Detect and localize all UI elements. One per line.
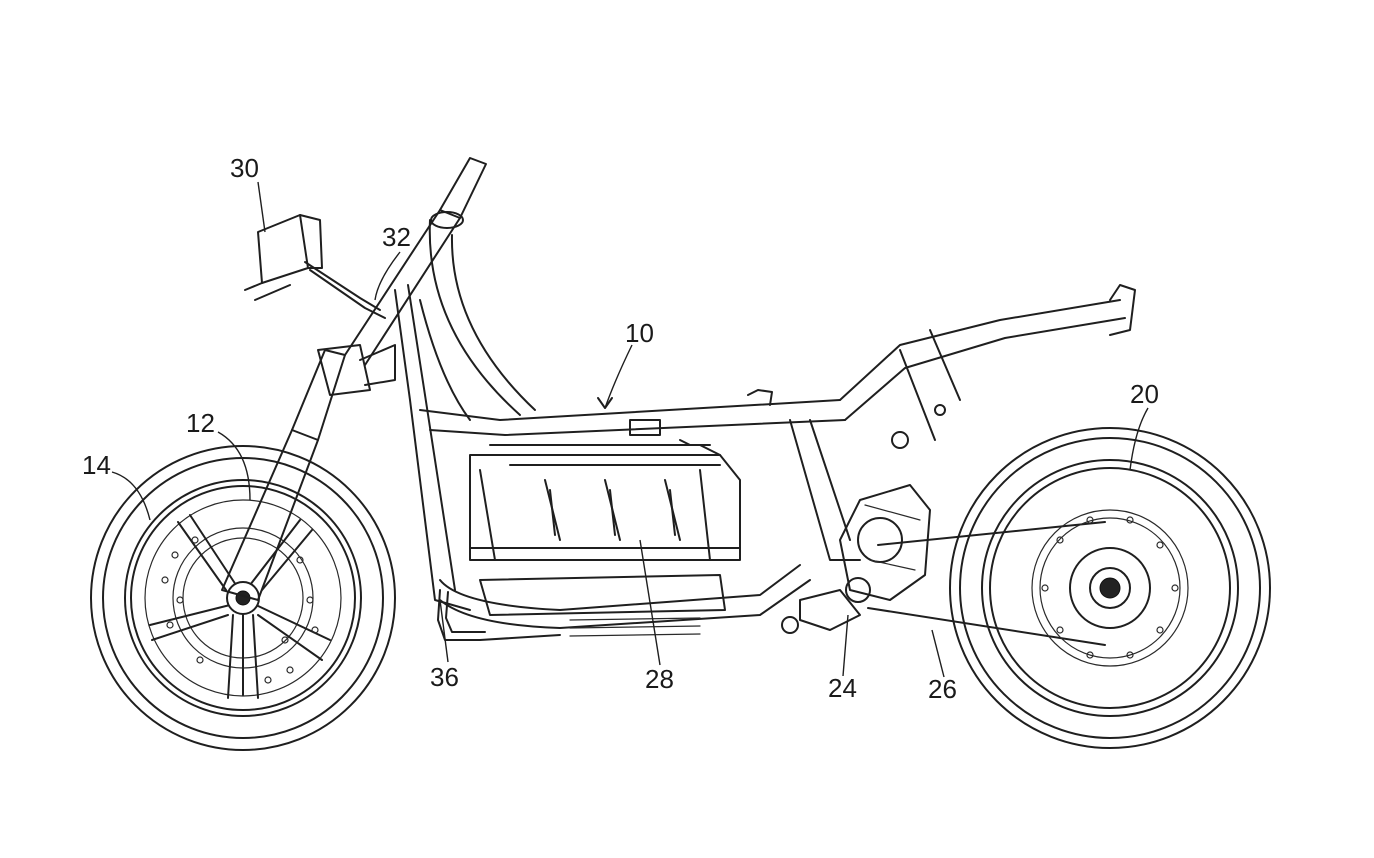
label-battery: 28 — [645, 664, 674, 694]
label-controller: 30 — [230, 153, 259, 183]
front-wheel — [90, 445, 396, 751]
controller-unit — [244, 214, 386, 319]
drive-chain — [867, 521, 1106, 646]
label-frame: 10 — [625, 318, 654, 348]
label-front-wheel: 14 — [82, 450, 111, 480]
label-motor: 24 — [828, 673, 857, 703]
label-head-pipe: 32 — [382, 222, 411, 252]
label-chain: 26 — [928, 674, 957, 704]
rear-wheel — [949, 427, 1271, 749]
battery-pack — [469, 439, 741, 637]
main-frame — [394, 219, 1136, 629]
leader-lines — [111, 181, 1149, 678]
label-cable: 36 — [430, 662, 459, 692]
front-fork — [221, 157, 487, 601]
label-front-fork: 12 — [186, 408, 215, 438]
label-rear-wheel: 20 — [1130, 379, 1159, 409]
motor — [781, 484, 931, 634]
